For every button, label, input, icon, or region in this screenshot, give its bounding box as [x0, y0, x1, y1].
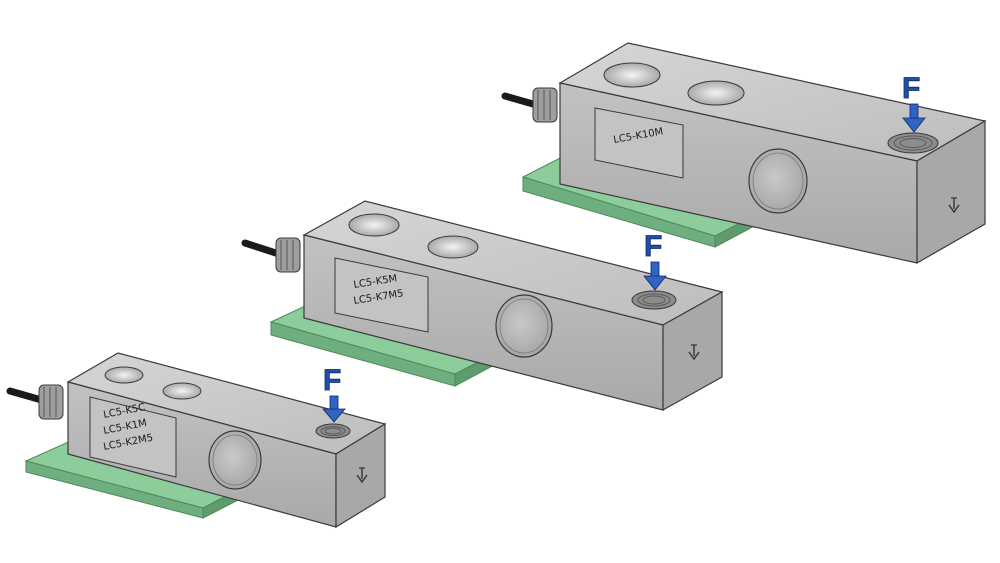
mounting-hole-icon [603, 62, 661, 88]
body-end [335, 422, 386, 529]
force-arrow-icon [643, 261, 667, 291]
cable-gland-icon [38, 384, 64, 420]
cable-gland-icon [532, 87, 558, 123]
strain-gauge-window-icon [495, 294, 553, 358]
force-label: F [902, 72, 920, 105]
strain-gauge-window-icon [748, 148, 808, 214]
mounting-hole-icon [427, 235, 479, 259]
label-plate: LC5-K10M [594, 107, 684, 179]
threaded-load-hole-icon [631, 290, 677, 310]
mounting-hole-icon [687, 80, 745, 106]
force-arrow-icon [322, 395, 346, 423]
force-label: F [323, 364, 341, 397]
mounting-hole-icon [348, 213, 400, 237]
body-end [662, 290, 723, 412]
label-plate: LC5-K5C LC5-K1M LC5-K2M5 [89, 396, 177, 478]
load-cell-large: LC5-K10M F [501, 42, 987, 265]
direction-arrow-icon [948, 197, 960, 214]
load-cell-small: LC5-K5C LC5-K1M LC5-K2M5 F [6, 352, 387, 529]
direction-arrow-icon [356, 467, 368, 484]
load-cell-medium: LC5-K5M LC5-K7M5 F [241, 200, 724, 412]
body-end [916, 119, 986, 265]
mounting-hole-icon [104, 366, 144, 384]
force-arrow-icon [902, 103, 926, 133]
threaded-load-hole-icon [887, 132, 939, 154]
force-label: F [644, 230, 662, 263]
threaded-load-hole-icon [315, 423, 351, 439]
direction-arrow-icon [688, 344, 700, 361]
cable-gland-icon [275, 237, 301, 273]
label-plate: LC5-K5M LC5-K7M5 [334, 257, 429, 333]
mounting-hole-icon [162, 382, 202, 400]
strain-gauge-window-icon [208, 430, 262, 490]
